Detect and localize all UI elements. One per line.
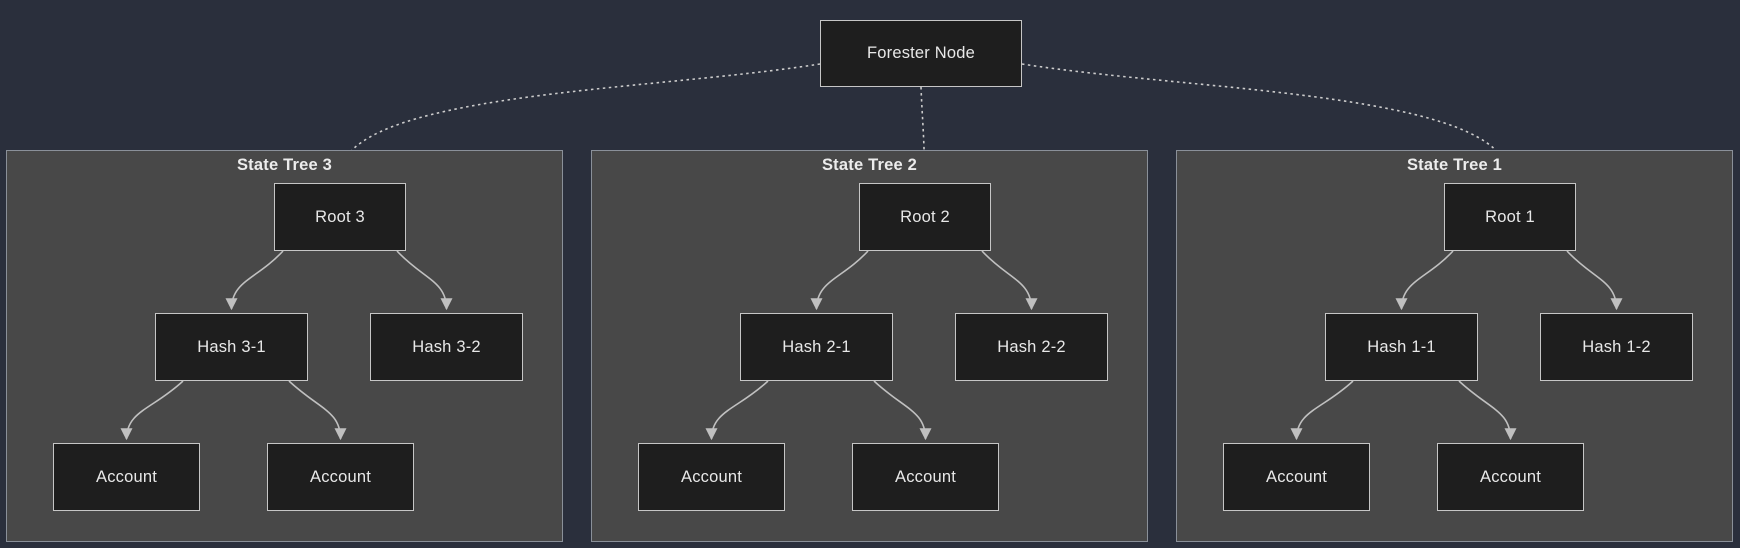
state-tree-2-title: State Tree 2 [821, 156, 918, 174]
hash-right-node: Hash 2-2 [955, 313, 1108, 381]
forester-node-label: Forester Node [866, 44, 976, 62]
account-right-node: Account [267, 443, 414, 511]
account-left-node-label: Account [680, 467, 743, 486]
state-tree-3-panel: State Tree 3 Root 3 Hash 3-1 Hash 3-2 Ac… [6, 150, 563, 542]
root-node-label: Root 2 [900, 207, 950, 226]
account-right-node: Account [852, 443, 999, 511]
edge-root-to-hash-left [225, 250, 284, 311]
edge-root-to-hash-left [1395, 250, 1454, 311]
hash-right-node-label: Hash 2-2 [997, 337, 1066, 356]
root-node-label: Root 3 [315, 207, 365, 226]
state-tree-1-title: State Tree 1 [1406, 156, 1503, 174]
account-left-node: Account [53, 443, 200, 511]
account-left-node: Account [1223, 443, 1370, 511]
edge-root-to-hash-right [1566, 250, 1623, 311]
account-left-node-label: Account [95, 467, 158, 486]
hash-left-node-label: Hash 1-1 [1367, 337, 1436, 356]
hash-right-node-label: Hash 1-2 [1582, 337, 1651, 356]
account-right-node-label: Account [1479, 467, 1542, 486]
account-right-node-label: Account [894, 467, 957, 486]
hash-right-node: Hash 1-2 [1540, 313, 1693, 381]
edge-hash-left-to-account-right [1458, 380, 1517, 441]
state-tree-1-panel: State Tree 1 Root 1 Hash 1-1 Hash 1-2 Ac… [1176, 150, 1733, 542]
root-node: Root 1 [1444, 183, 1576, 251]
edge-hash-left-to-account-left [705, 380, 769, 441]
hash-left-node: Hash 3-1 [155, 313, 308, 381]
edge-hash-left-to-account-right [873, 380, 932, 441]
forester-node: Forester Node [820, 20, 1022, 87]
edge-hash-left-to-account-left [120, 380, 184, 441]
hash-right-node-label: Hash 3-2 [412, 337, 481, 356]
state-tree-2-panel: State Tree 2 Root 2 Hash 2-1 Hash 2-2 Ac… [591, 150, 1148, 542]
edge-root-to-hash-right [981, 250, 1038, 311]
root-node: Root 2 [859, 183, 991, 251]
hash-left-node: Hash 2-1 [740, 313, 893, 381]
state-tree-3-title: State Tree 3 [236, 156, 333, 174]
account-left-node: Account [638, 443, 785, 511]
edge-root-to-hash-right [396, 250, 453, 311]
account-left-node-label: Account [1265, 467, 1328, 486]
root-node-label: Root 1 [1485, 207, 1535, 226]
edge-root-to-hash-left [810, 250, 869, 311]
edge-hash-left-to-account-left [1290, 380, 1354, 441]
account-right-node: Account [1437, 443, 1584, 511]
root-node: Root 3 [274, 183, 406, 251]
hash-left-node-label: Hash 3-1 [197, 337, 266, 356]
account-right-node-label: Account [309, 467, 372, 486]
hash-left-node: Hash 1-1 [1325, 313, 1478, 381]
hash-left-node-label: Hash 2-1 [782, 337, 851, 356]
hash-right-node: Hash 3-2 [370, 313, 523, 381]
edge-hash-left-to-account-right [288, 380, 347, 441]
